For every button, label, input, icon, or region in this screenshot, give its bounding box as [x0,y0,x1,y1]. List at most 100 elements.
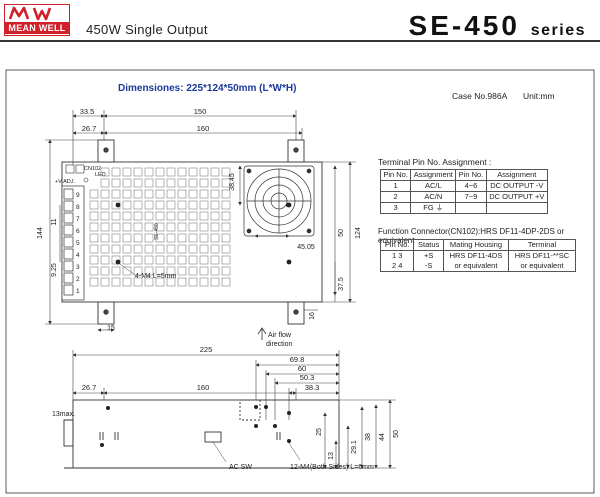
vent-slot [188,211,198,221]
vent-slot [221,222,231,232]
dim-50: 50 [338,229,345,237]
vent-slot [221,167,231,177]
side-view-dims [72,350,340,420]
terminal-6: 6 [76,228,80,235]
v-adj-label: +V ADJ. [55,179,75,185]
mount-hole-1 [115,202,121,208]
table-cell [485,202,549,214]
vent-slot [221,189,231,199]
top-view-body [61,139,323,325]
table-cell: -S [413,261,444,272]
vent-slot [177,200,187,210]
vent-slot [100,244,110,254]
vent-slot [100,200,110,210]
vent-slot [122,200,132,210]
vent-slot [122,277,132,287]
terminal-table-title: Terminal Pin No. Assignment : [378,157,492,167]
table-cell: 4~6 [455,180,487,192]
vent-slot [111,189,121,199]
side-dim-50: 50 [393,430,400,438]
unit-label: Unit:mm [523,91,555,101]
vent-slot [89,200,99,210]
vent-slot [89,211,99,221]
vent-slot [166,233,176,243]
table-header-cell: Pin No. [379,239,415,251]
dim-37-5: 37.5 [338,277,345,291]
case-number: Case No.986A [452,91,508,101]
vent-slot [210,167,220,177]
vent-slot [177,277,187,287]
vent-slot [100,189,110,199]
dimensions-label: Dimensiones: 225*124*50mm (L*W*H) [118,83,297,94]
table-cell: 1 3 [379,250,415,261]
airflow-arrow-icon [257,327,267,340]
vent-slot [155,277,165,287]
logo-frame [4,4,70,36]
screw-top-label: 4-M4 L=5mm [135,273,177,280]
vent-slot [144,178,154,188]
table-header-cell: Status [413,239,444,251]
vent-slot [122,222,132,232]
table-cell: or equivalent [508,261,576,272]
vent-slot [144,211,154,221]
vent-slot [188,167,198,177]
vent-slot [155,167,165,177]
table-header-cell: Assignment [410,169,457,181]
mount-hole-4 [286,202,292,208]
vent-slot [144,244,154,254]
table-header-cell: Pin No. [455,169,487,181]
vent-slot [221,277,231,287]
terminal-1: 1 [76,288,80,295]
table-cell: 2 4 [379,261,415,272]
connector-table: Pin No. Status Mating Housing Terminal 1… [379,239,576,272]
table-header-cell: Mating Housing [442,239,510,251]
vent-slot [89,266,99,276]
vent-slot [111,244,121,254]
vent-slot [100,266,110,276]
vent-slot [144,277,154,287]
vent-slot [122,178,132,188]
dim-44: 44 [379,433,386,441]
table-header-cell: Pin No. [379,169,412,181]
vent-slot [133,189,143,199]
terminal-2: 2 [76,276,80,283]
vent-slot [100,255,110,265]
dim-38-45: 38.45 [229,173,236,191]
vent-slot [111,167,121,177]
series-word: series [530,22,586,39]
vent-slot [210,222,220,232]
vent-slot [155,178,165,188]
dim-144: 144 [37,227,44,239]
vent-slot [210,244,220,254]
table-cell: 2 [379,191,412,203]
vent-slot [177,211,187,221]
mount-hole-3 [286,259,292,265]
dim-29-1: 29.1 [351,440,358,454]
vent-slot [188,200,198,210]
table-cell [455,202,487,214]
vent-slot [188,222,198,232]
vent-slot [111,222,121,232]
table-row: 1 3 +S HRS DF11-4DS HRS DF11-**SC [379,250,576,261]
vent-slot [133,255,143,265]
vent-slot [221,255,231,265]
vent-slot [199,178,209,188]
mount-hole-2 [115,259,121,265]
cn102-label: CN102 [84,166,101,172]
vent-slot [188,266,198,276]
vent-grid [89,167,231,287]
vent-slot [177,233,187,243]
airflow-label-2: direction [266,341,293,348]
dim-150: 150 [194,107,207,116]
vent-slot [177,222,187,232]
dim-33-5: 33.5 [80,107,95,116]
table-cell: DC OUTPUT -V [485,180,549,192]
vent-slot [188,189,198,199]
vent-slot [210,255,220,265]
vent-slot [100,222,110,232]
vent-slot [89,233,99,243]
vent-slot [133,266,143,276]
dim-160: 160 [197,124,210,133]
